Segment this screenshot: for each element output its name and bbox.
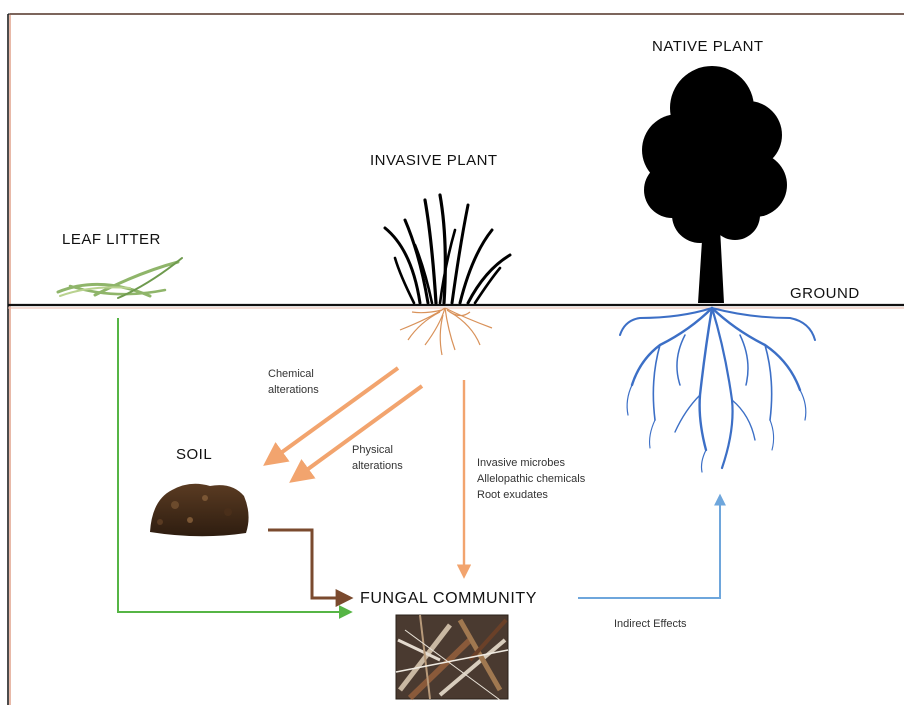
fungal-mycelium-photo (396, 615, 508, 700)
tree-icon (642, 66, 787, 303)
indirect-effects-arrow (578, 496, 720, 598)
invasive-effects-label: Invasive microbes Allelopathic chemicals… (477, 455, 585, 503)
native-roots (620, 308, 815, 472)
grass-icon (385, 195, 510, 303)
invasive-plant-label: INVASIVE PLANT (370, 152, 498, 169)
invasive-roots (400, 308, 492, 355)
ground-label: GROUND (790, 285, 860, 302)
physical-alterations-label: Physical alterations (352, 442, 403, 474)
leaf-litter-icon (58, 258, 182, 298)
leaf-litter-label: LEAF LITTER (62, 231, 161, 248)
native-plant-label: NATIVE PLANT (652, 38, 764, 55)
chemical-alterations-label: Chemical alterations (268, 366, 319, 398)
soil-clump-icon (150, 484, 249, 537)
soil-label: SOIL (176, 446, 212, 463)
fungal-community-label: FUNGAL COMMUNITY (360, 590, 537, 608)
indirect-effects-label: Indirect Effects (614, 616, 687, 632)
soil-to-fungal-arrow (268, 530, 350, 598)
